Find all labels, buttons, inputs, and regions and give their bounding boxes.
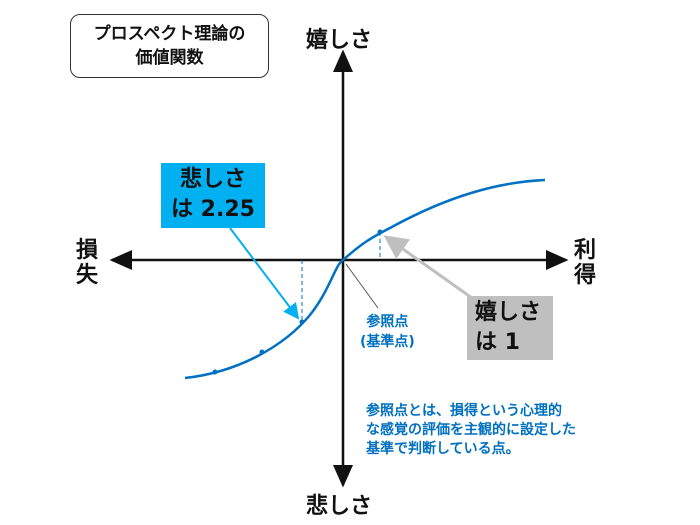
- axis-label-right: 利 得: [574, 238, 596, 288]
- loss-pointer-arrow: [229, 227, 300, 320]
- loss-callout-line-1: 悲しさ: [179, 167, 246, 192]
- gain-callout-line-2: は 1: [475, 330, 520, 355]
- axis-label-left-1: 損: [76, 238, 99, 263]
- axis-label-right-2: 得: [574, 263, 597, 288]
- reference-point-line-2: (基準点): [360, 334, 415, 350]
- title-line-1: プロスペクト理論の: [93, 24, 246, 44]
- axis-label-bottom: 悲しさ: [306, 494, 373, 519]
- gain-callout-box: 嬉しさ は 1: [467, 296, 553, 360]
- curve-point: [212, 369, 218, 375]
- note-line-2: な感覚の評価を主観的に設定した: [366, 422, 576, 438]
- gain-pointer-arrow: [383, 235, 473, 300]
- axis-label-top: 嬉しさ: [306, 28, 373, 53]
- reference-point-label: 参照点 (基準点): [360, 312, 415, 352]
- value-function-curve: [184, 178, 546, 380]
- axis-label-right-1: 利: [574, 238, 597, 263]
- loss-callout-line-2: は 2.25: [171, 197, 255, 222]
- reference-point-note: 参照点とは、損得という心理的 な感覚の評価を主観的に設定した 基準で判断している…: [366, 402, 576, 459]
- diagram-title: プロスペクト理論の 価値関数: [70, 14, 269, 78]
- note-line-3: 基準で判断している点。: [366, 441, 520, 457]
- curve-point: [377, 229, 383, 235]
- curve-point: [299, 319, 305, 325]
- reference-point-pointer: [345, 263, 379, 309]
- loss-callout-box: 悲しさ は 2.25: [161, 163, 265, 228]
- curve-point: [259, 349, 265, 355]
- gain-callout-line-1: 嬉しさ: [475, 300, 542, 325]
- note-line-1: 参照点とは、損得という心理的: [366, 403, 562, 419]
- reference-point-line-1: 参照点: [366, 314, 409, 330]
- axis-label-left: 損 失: [76, 238, 98, 288]
- axis-label-left-2: 失: [76, 263, 99, 288]
- title-line-2: 価値関数: [135, 48, 204, 68]
